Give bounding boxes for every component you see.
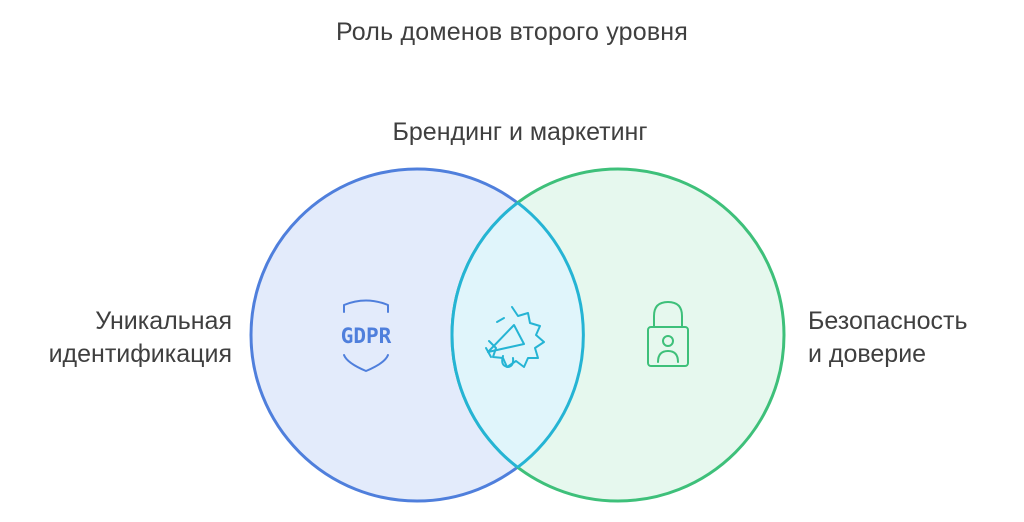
right-set-label-line-2: и доверие (808, 340, 927, 368)
overlap-label: Брендинг и маркетинг (392, 118, 648, 146)
right-set-label: Безопасность и доверие (808, 305, 967, 371)
left-set-label: Уникальная идентификация (49, 305, 232, 371)
diagram-title: Роль доменов второго уровня (335, 18, 689, 46)
left-set-label-line-1: Уникальная (95, 307, 232, 335)
overlap-boundary-left (516, 201, 585, 469)
left-set-label-line-2: идентификация (48, 340, 232, 368)
gdpr-shield-icon: GDPR (341, 299, 392, 372)
megaphone-badge-icon (485, 306, 545, 368)
overlap-region (450, 169, 583, 501)
gdpr-shield-text: GDPR (341, 324, 392, 348)
lock-user-icon (647, 301, 689, 367)
right-set-label-line-1: Безопасность (808, 307, 968, 335)
